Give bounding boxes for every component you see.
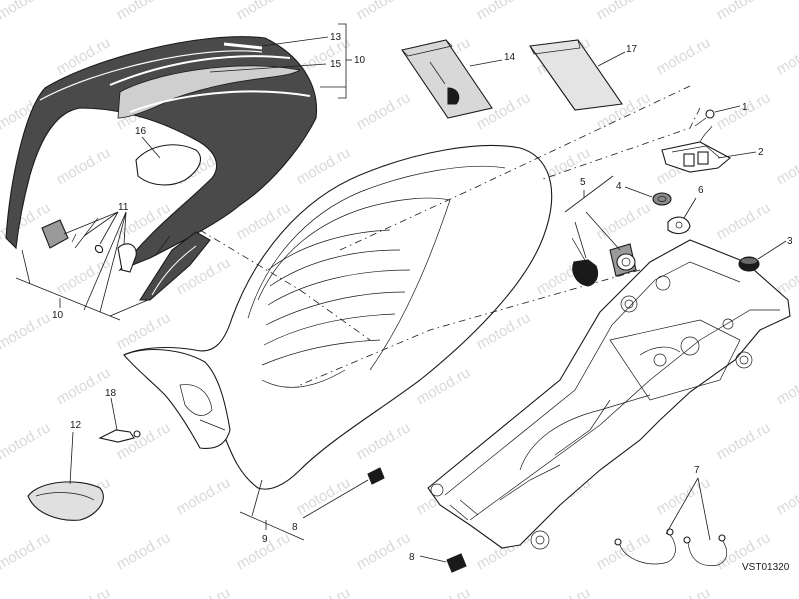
- callout-8-upper: 8: [292, 522, 298, 533]
- watermark-text: motod.ru: [474, 0, 534, 23]
- callout-4: 4: [616, 181, 622, 192]
- callout-6: 6: [698, 185, 704, 196]
- plate-part-17: [529, 39, 623, 111]
- plate-part-14: [401, 39, 493, 119]
- watermark-text: motod.ru: [774, 34, 799, 78]
- callout-labels: 13 15 10 14 17 16 1 2 3 4 5 6 7 8 8 9 10…: [52, 32, 793, 573]
- watermark-text: motod.ru: [774, 144, 799, 188]
- latch-bracket-part-2: [661, 125, 731, 173]
- watermark-text: motod.ru: [654, 584, 714, 599]
- callout-10-bottom: 10: [52, 310, 64, 321]
- screw-part-1: [694, 109, 715, 127]
- watermark-text: motod.ru: [174, 584, 234, 599]
- cable-part-7: [614, 528, 728, 566]
- watermark-text: motod.ru: [714, 419, 774, 463]
- callout-13: 13: [330, 32, 342, 43]
- watermark-text: motod.ru: [354, 89, 414, 133]
- watermark-text: motod.ru: [54, 144, 114, 188]
- watermark-text: motod.ru: [294, 584, 354, 599]
- watermark-text: motod.ru: [234, 0, 294, 23]
- pad-part-12: [27, 481, 104, 521]
- callout-11: 11: [118, 202, 129, 213]
- seat-part-9: [123, 144, 553, 490]
- pad-part-8-upper: [367, 467, 385, 485]
- watermark-text: motod.ru: [0, 529, 53, 573]
- hardware-part-11: [41, 217, 171, 273]
- watermark-text: motod.ru: [54, 254, 114, 298]
- callout-2: 2: [758, 147, 764, 158]
- watermark-text: motod.ru: [114, 529, 174, 573]
- callout-1: 1: [742, 102, 748, 113]
- callout-16: 16: [135, 126, 147, 137]
- clip-part-6: [667, 216, 691, 235]
- callout-8-lower: 8: [409, 552, 415, 563]
- nut-part-4: [652, 192, 672, 206]
- watermark-text: motod.ru: [114, 0, 174, 23]
- watermark-text: motod.ru: [0, 309, 53, 353]
- watermark-text: motod.ru: [54, 364, 114, 408]
- callout-9: 9: [262, 534, 268, 545]
- watermark-text: motod.ru: [714, 199, 774, 243]
- watermark-text: motod.ru: [114, 309, 174, 353]
- key-lock-set-part-5: [571, 237, 637, 287]
- watermark-text: motod.ru: [174, 474, 234, 518]
- watermark-text: motod.ru: [354, 529, 414, 573]
- callout-12: 12: [70, 420, 82, 431]
- callout-15: 15: [330, 59, 342, 70]
- seat-cover-part-10: [5, 36, 318, 301]
- watermark-text: motod.ru: [0, 0, 53, 23]
- watermark-text: motod.ru: [294, 474, 354, 518]
- rubber-cap-part-3: [738, 256, 760, 272]
- watermark-text: motod.ru: [774, 474, 799, 518]
- watermark-text: motod.ru: [534, 584, 594, 599]
- watermark-text: motod.ru: [414, 584, 474, 599]
- callout-7: 7: [694, 465, 700, 476]
- watermark-text: motod.ru: [354, 419, 414, 463]
- callout-17: 17: [626, 44, 638, 55]
- callout-5: 5: [580, 177, 586, 188]
- callout-14: 14: [504, 52, 516, 63]
- callout-18: 18: [105, 388, 117, 399]
- callout-3: 3: [787, 236, 793, 247]
- cover-panel-part-16: [135, 144, 201, 186]
- callout-10-top: 10: [354, 55, 366, 66]
- frame-subframe: [427, 239, 791, 550]
- watermark-text: motod.ru: [594, 0, 654, 23]
- watermark-text: motod.ru: [714, 0, 774, 23]
- centre-lines: [199, 85, 701, 386]
- clip-part-18: [98, 429, 141, 443]
- reference-code: VST01320: [742, 562, 790, 573]
- watermark-text: motod.ru: [594, 199, 654, 243]
- watermark-text: motod.ru: [774, 584, 799, 599]
- callout-leaders: [15, 23, 787, 563]
- pad-part-8-lower: [446, 553, 467, 573]
- watermark-text: motod.ru: [354, 0, 414, 23]
- watermark-text: motod.ru: [654, 34, 714, 78]
- watermark-text: motod.ru: [54, 584, 114, 599]
- watermark-text: motod.ru: [774, 364, 799, 408]
- watermark-text: motod.ru: [0, 419, 53, 463]
